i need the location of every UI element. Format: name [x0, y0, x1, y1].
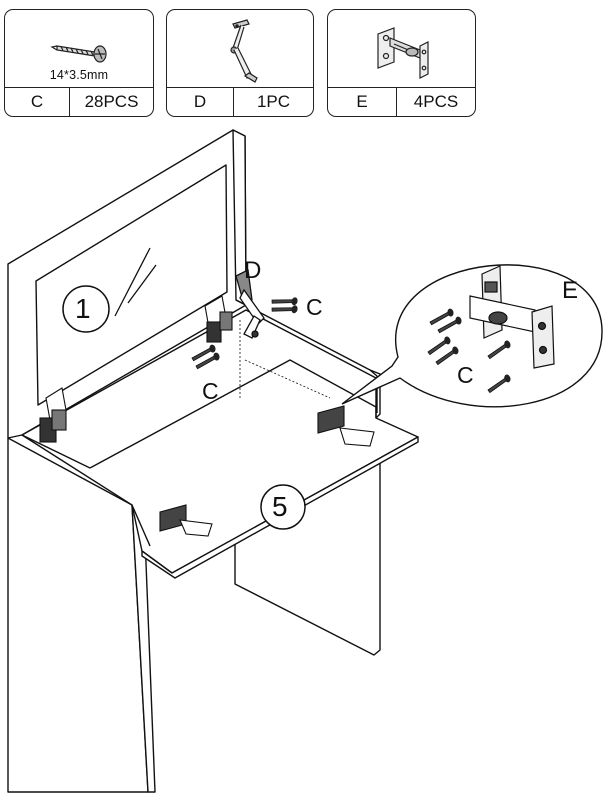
part-card-c: 14*3.5mm C 28PCS [4, 9, 154, 117]
callout-stay-d: D [244, 257, 262, 284]
hinge-icon [377, 27, 429, 79]
part-d-letter: D [167, 88, 234, 116]
callout-panel-1: 1 [75, 293, 91, 324]
callout-ring-1 [62, 285, 110, 333]
part-c-spec: 14*3.5mm [49, 68, 109, 82]
lid-stay-icon [230, 19, 258, 83]
part-e-qty: 4PCS [413, 92, 459, 111]
detail-bubble [341, 264, 603, 408]
part-c-picture [5, 10, 153, 90]
screws-stay [270, 290, 300, 319]
part-d-qty: 1PC [256, 92, 291, 111]
detail-hinge-e [469, 265, 555, 369]
callout-detail-c: C [457, 362, 474, 388]
part-e-letter: E [328, 88, 397, 116]
hinge-front-right [317, 405, 375, 447]
part-card-e: E 4PCS [327, 9, 476, 117]
part-card-d: D 1PC [166, 9, 314, 117]
hinge-left-lid [39, 387, 67, 443]
lid-stay-d [235, 269, 265, 339]
part-c-letter: C [5, 88, 70, 116]
part-c-qty: 28PCS [84, 92, 139, 111]
callout-screws-left-c: C [202, 378, 219, 404]
callout-screws-stay-c: C [306, 294, 323, 320]
callout-ring-5 [260, 484, 306, 530]
screw-icon [50, 45, 107, 63]
callout-detail-e: E [562, 277, 579, 304]
callout-panel-5: 5 [272, 491, 288, 522]
part-e-picture [328, 10, 475, 90]
part-d-picture [167, 10, 313, 90]
hinge-front-left [159, 504, 213, 537]
hinge-middle-lid [204, 295, 233, 343]
